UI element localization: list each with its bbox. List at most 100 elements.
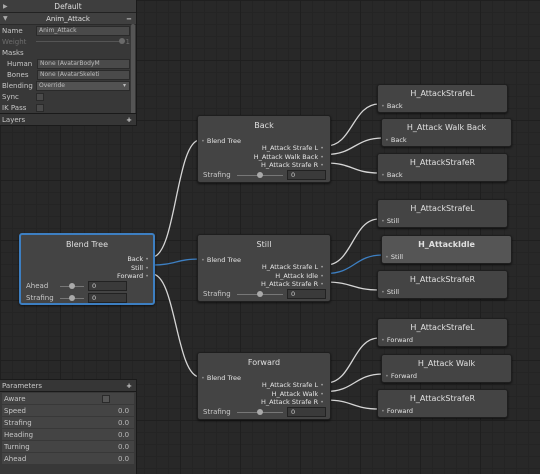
animation-clip-node[interactable]: H_AttackStrafeLStill: [377, 199, 508, 228]
root-output-back[interactable]: Back: [117, 255, 149, 264]
ahead-label: Ahead: [26, 282, 49, 290]
clip-node-input-port[interactable]: Back: [381, 102, 403, 110]
animation-clip-node[interactable]: H_AttackStrafeR Back: [377, 153, 508, 182]
connection-wire: [325, 218, 380, 266]
ahead-param-slider[interactable]: Ahead 0: [26, 281, 127, 291]
blend-node-output-port[interactable]: H_Attack Strafe L: [254, 144, 324, 153]
parameter-value[interactable]: 0.0: [118, 406, 130, 415]
clip-node-input-port[interactable]: Still: [385, 253, 403, 261]
clip-node-input-port[interactable]: Forward: [385, 372, 417, 380]
clip-node-input-port[interactable]: Back: [385, 136, 407, 144]
strafing-param-slider[interactable]: Strafing 0: [26, 293, 127, 303]
ahead-slider-thumb[interactable]: [69, 282, 75, 289]
inspector-header[interactable]: ▶ Default: [0, 0, 136, 13]
collapse-triangle-icon[interactable]: ▶: [3, 2, 8, 10]
root-node-title: Blend Tree: [66, 240, 108, 249]
blend-node-output-ports: H_Attack Strafe LH_Attack Walk BackH_Att…: [254, 144, 324, 170]
param-slider-thumb[interactable]: [257, 171, 263, 178]
connection-wire: [325, 103, 380, 147]
parameter-value[interactable]: 0.0: [118, 454, 130, 463]
clip-node-input-port[interactable]: Still: [381, 288, 399, 296]
param-value-field[interactable]: 0: [287, 407, 326, 417]
parameters-header: Parameters +: [0, 380, 136, 392]
connection-wire: [325, 281, 380, 291]
root-output-still[interactable]: Still: [117, 264, 149, 273]
fold-triangle-icon[interactable]: ▼: [3, 15, 8, 22]
parameter-value[interactable]: 0.0: [118, 418, 130, 427]
ikpass-label: IK Pass: [2, 103, 27, 112]
param-slider-thumb[interactable]: [257, 408, 263, 415]
strafing-slider-thumb[interactable]: [69, 294, 75, 301]
parameter-name: Speed: [4, 406, 26, 415]
strafing-label: Strafing: [26, 294, 54, 302]
blending-dropdown[interactable]: Override: [36, 80, 130, 91]
root-blend-tree-node[interactable]: Blend Tree Back Still Forward Ahead 0 St…: [19, 233, 155, 305]
animation-clip-node[interactable]: H_AttackStrafeL Forward: [377, 318, 508, 347]
root-output-forward[interactable]: Forward: [117, 272, 149, 281]
blend-node-input-port[interactable]: Blend Tree: [201, 137, 241, 145]
human-mask-field[interactable]: None (AvatarBodyM: [37, 58, 130, 69]
blend-node-output-port[interactable]: H_Attack Walk Back: [254, 153, 324, 162]
animation-clip-node[interactable]: H_Attack WalkForward: [381, 354, 512, 383]
clip-node-input-port[interactable]: Still: [381, 217, 399, 225]
clip-node-title: H_AttackStrafeR: [409, 158, 476, 167]
clip-node-input-port[interactable]: Back: [381, 171, 403, 179]
blend-node-output-port[interactable]: H_Attack Walk: [261, 390, 324, 399]
param-value-field[interactable]: 0: [287, 289, 326, 299]
animation-clip-node[interactable]: H_Attack Walk BackBack: [381, 118, 512, 147]
parameter-bool-checkbox[interactable]: [102, 394, 110, 403]
clip-node-title: H_AttackStrafeL: [410, 323, 475, 332]
parameter-name: Ahead: [4, 454, 27, 463]
blend-node-output-port[interactable]: H_Attack Strafe R: [254, 161, 324, 170]
parameter-row[interactable]: Ahead 0.0: [2, 453, 134, 464]
add-parameter-button[interactable]: +: [126, 381, 132, 390]
sync-checkbox[interactable]: [36, 92, 44, 101]
param-value-field[interactable]: 0: [287, 170, 326, 180]
clip-node-input-port[interactable]: Forward: [381, 336, 413, 344]
animation-clip-node[interactable]: H_AttackStrafeRForward: [377, 389, 508, 418]
blend-node-output-port[interactable]: H_Attack Strafe R: [261, 398, 324, 407]
clip-node-title: H_Attack Walk Back: [406, 123, 487, 132]
ikpass-checkbox[interactable]: [36, 103, 44, 112]
blend-node-output-ports: H_Attack Strafe LH_Attack WalkH_Attack S…: [261, 381, 324, 407]
param-slider-thumb[interactable]: [257, 290, 263, 297]
blending-row: Blending Override: [0, 80, 136, 91]
layers-tab[interactable]: Layers: [2, 115, 26, 124]
blend-node-output-port[interactable]: H_Attack Strafe L: [261, 263, 324, 272]
clip-node-input-port[interactable]: Forward: [381, 407, 413, 415]
name-row: Name Anim_Attack: [0, 25, 136, 36]
blend-node-output-port[interactable]: H_Attack Strafe L: [261, 381, 324, 390]
animation-clip-node[interactable]: H_AttackStrafeLBack: [377, 84, 508, 113]
clip-node-title: H_Attack Walk: [417, 359, 476, 368]
blend-node-output-port[interactable]: H_Attack Idle: [261, 272, 324, 281]
parameter-row[interactable]: Speed 0.0: [2, 405, 134, 416]
inspector-title: Default: [54, 1, 82, 11]
blend-node-output-port[interactable]: H_Attack Strafe R: [261, 280, 324, 289]
menu-icon[interactable]: −: [126, 14, 132, 23]
inspector-scrollbar[interactable]: [131, 24, 135, 124]
add-layer-button[interactable]: +: [126, 115, 132, 124]
parameter-row[interactable]: Aware: [2, 393, 134, 404]
ahead-value-field[interactable]: 0: [88, 281, 127, 291]
animation-clip-node[interactable]: H_AttackIdleStill: [381, 235, 512, 264]
parameter-value[interactable]: 0.0: [118, 430, 130, 439]
layer-header[interactable]: ▼ Anim_Attack −: [0, 13, 136, 25]
blend-node-input-port[interactable]: Blend Tree: [201, 256, 241, 264]
bones-mask-field[interactable]: None (AvatarSkeleti: [37, 69, 130, 80]
connection-wire: [325, 137, 384, 156]
name-field[interactable]: Anim_Attack: [36, 25, 130, 36]
strafing-value-field[interactable]: 0: [88, 293, 127, 303]
animation-clip-node[interactable]: H_AttackStrafeRStill: [377, 270, 508, 299]
blend-node-input-port[interactable]: Blend Tree: [201, 374, 241, 382]
parameter-value[interactable]: 0.0: [118, 442, 130, 451]
